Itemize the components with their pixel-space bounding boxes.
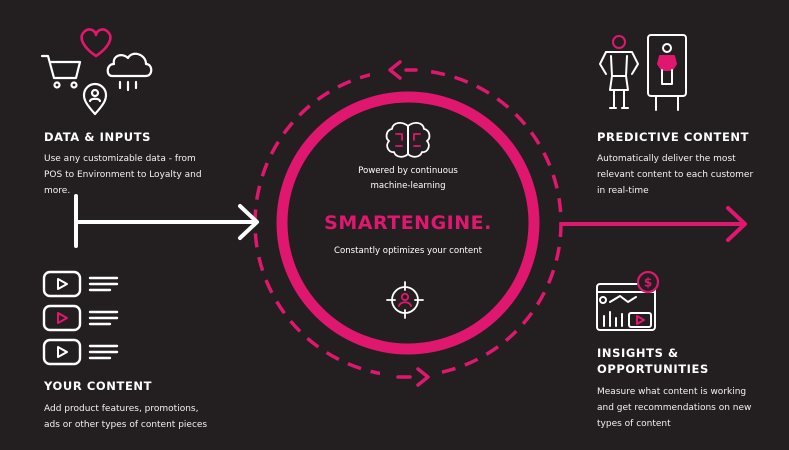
location-pin-icon [82, 82, 108, 116]
engine-tagline: Constantly optimizes your content [333, 246, 483, 256]
digital-signage-icon [647, 34, 687, 111]
your-content-title: YOUR CONTENT [44, 379, 153, 393]
output-arrow [560, 206, 747, 242]
your-content-text: Add product features, promotions, ads or… [44, 404, 208, 430]
engine-solid-ring [276, 91, 540, 355]
insights-title: INSIGHTS & OPPORTUNITIES [597, 346, 709, 376]
top-cycle-arrow-icon [388, 60, 418, 80]
predictive-content-text: Automatically deliver the most relevant … [597, 154, 754, 196]
analytics-dashboard-icon [596, 283, 656, 331]
insights-text: Measure what content is working and get … [597, 387, 752, 429]
input-arrow [74, 194, 259, 248]
data-inputs-text: Use any customizable data - from POS to … [44, 154, 202, 196]
person-mannequin-icon [599, 35, 639, 109]
dollar-badge-icon: $ [636, 270, 660, 294]
shopping-cart-icon [40, 54, 82, 89]
svg-text:$: $ [644, 276, 652, 290]
brain-icon [385, 122, 431, 158]
bottom-cycle-arrow-icon [396, 367, 430, 387]
video-list-icon [42, 270, 119, 366]
heart-icon [80, 28, 112, 58]
data-inputs-title: DATA & INPUTS [44, 130, 152, 144]
engine-name: SMARTENGINE. [324, 212, 492, 234]
predictive-content-title: PREDICTIVE CONTENT [597, 130, 750, 144]
cloud-rain-icon [106, 52, 153, 92]
target-person-icon [386, 281, 424, 319]
engine-powered-by-text: Powered by continuous machine-learning [358, 166, 458, 191]
